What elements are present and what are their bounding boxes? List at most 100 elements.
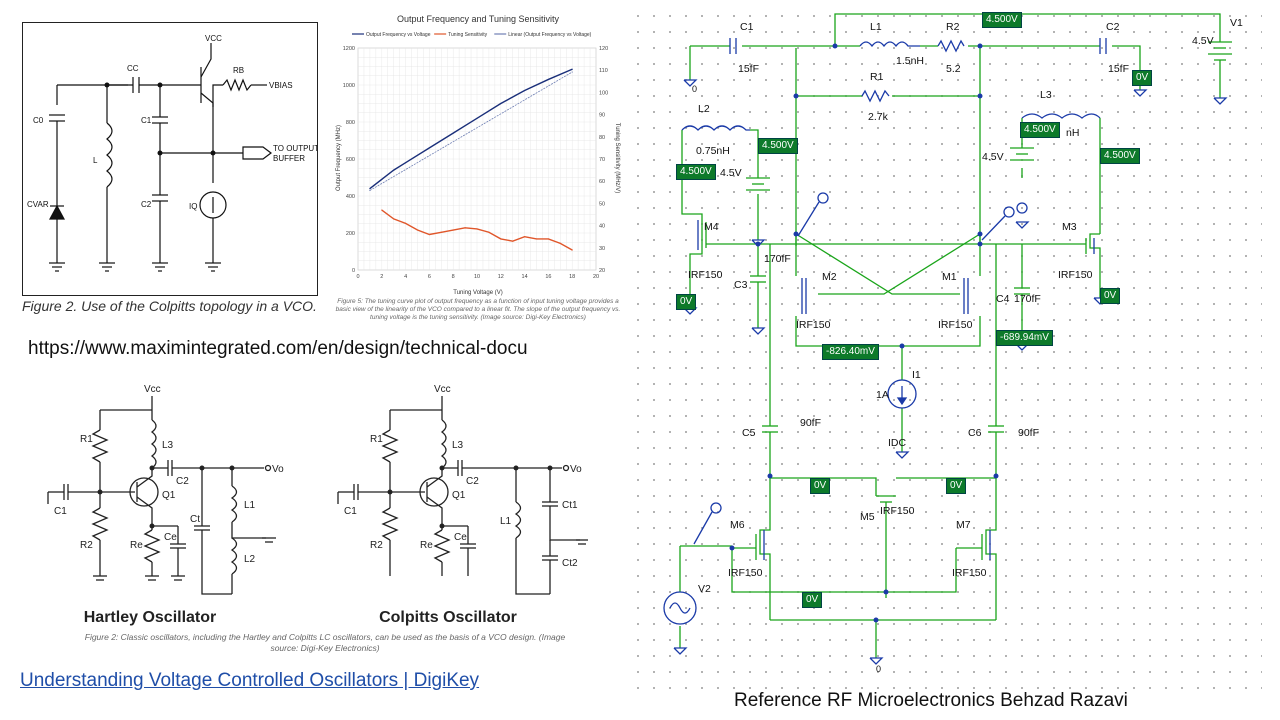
vco-label-l: L (93, 156, 98, 165)
rz-c3v: 170fF (764, 253, 791, 265)
rz-c5v: 90fF (800, 417, 821, 429)
chart-caption: Figure 5: The tuning curve plot of outpu… (335, 298, 621, 321)
rz-v1v: 4.5V (1192, 35, 1214, 47)
colpitts-label-l1: L1 (500, 516, 512, 527)
hartley-label-c2: C2 (176, 476, 189, 487)
vco-label-output1: TO OUTPUT (273, 144, 317, 153)
y-tick-label: 800 (346, 120, 355, 126)
x-tick-label: 18 (569, 274, 575, 280)
maxim-url[interactable]: https://www.maximintegrated.com/en/desig… (28, 338, 528, 359)
rz-m6: M6 (730, 519, 745, 531)
series-2-point (393, 218, 395, 220)
rz-l3v: nH (1066, 127, 1079, 139)
rz-c1: C1 (740, 21, 754, 33)
series-1-point (500, 102, 502, 105)
hartley-label-l1: L1 (244, 500, 256, 511)
hartley-label-ct: Ct (190, 514, 200, 525)
series-1-point (393, 169, 395, 171)
rz-c2v: 15fF (1108, 63, 1129, 75)
y-tick-label: 600 (346, 157, 355, 163)
rz-m2: M2 (822, 271, 837, 283)
rz-m4: M4 (704, 221, 719, 233)
legend-label-3: Linear (Output Frequency vs Voltage) (508, 32, 591, 38)
y-tick-label: 0 (352, 268, 355, 274)
rz-tag-right-node: -689.94mV (996, 330, 1053, 346)
vco-label-cvar: CVAR (27, 200, 49, 209)
rz-tag-m4low: 0V (676, 294, 697, 310)
series-2-point (488, 231, 490, 233)
series-1-point (369, 188, 371, 190)
rz-m1-irf: IRF150 (938, 319, 973, 331)
series-2-point (524, 236, 526, 238)
rz-tag-c2-0v: 0V (1132, 70, 1153, 86)
series-2-point (535, 238, 538, 240)
rz-idc: IDC (888, 437, 907, 449)
y-tick-label: 1200 (343, 46, 355, 52)
series-2-point (428, 233, 430, 236)
y2-tick-label: 20 (599, 268, 605, 274)
vco-figure-caption: Figure 2. Use of the Colpitts topology i… (22, 298, 317, 314)
rz-tag-left-node: -826.40mV (822, 344, 879, 360)
oscillators-svg: Vcc R1 R2 L3 C2 Q1 Vo C1 Re Ce Ct L1 L2 … (47, 384, 588, 626)
rz-c2: C2 (1106, 21, 1120, 33)
colpitts-label-ct2: Ct2 (562, 558, 578, 569)
x-tick-label: 16 (545, 274, 551, 280)
y2-tick-label: 100 (599, 90, 608, 96)
colpitts-label-ct1: Ct1 (562, 500, 578, 511)
x-tick-label: 0 (356, 274, 359, 280)
rz-m7: M7 (956, 519, 971, 531)
x-tick-label: 20 (593, 274, 599, 280)
rz-tag-bottom: 0V (802, 592, 823, 608)
rz-m2-irf: IRF150 (796, 319, 831, 331)
y2-tick-label: 110 (599, 68, 608, 74)
rz-l1v: 1.5nH (896, 55, 924, 67)
vco-label-iq: IQ (189, 202, 197, 211)
series-1-point (547, 78, 549, 81)
y2-tick-label: 90 (599, 113, 605, 119)
rz-i1: I1 (912, 369, 921, 381)
rz-l3: L3 (1040, 89, 1052, 101)
x-tick-label: 10 (474, 274, 480, 280)
y2-tick-label: 30 (599, 246, 605, 252)
vco-label-rb: RB (233, 66, 244, 75)
series-3-point (571, 71, 573, 73)
y2-tick-label: 80 (599, 135, 605, 141)
vco-label-c2: C2 (141, 200, 152, 209)
vco-label-output2: BUFFER (273, 154, 305, 163)
rz-l2v: 0.75nH (696, 145, 730, 157)
rz-tag-m4b: 4.500V (676, 164, 716, 180)
colpitts-label-c2: C2 (466, 476, 479, 487)
rz-c6v: 90fF (1018, 427, 1039, 439)
colpitts-label-vcc: Vcc (434, 384, 451, 395)
series-2-point (512, 240, 514, 242)
rz-r2: R2 (946, 21, 960, 33)
digikey-link[interactable]: Understanding Voltage Controlled Oscilla… (20, 670, 480, 691)
vco-label-cc: CC (127, 64, 139, 73)
rz-c1v: 15fF (738, 63, 759, 75)
y-tick-label: 1000 (343, 83, 355, 89)
series-2-point (500, 238, 502, 240)
chart-grid (357, 47, 597, 271)
rz-c3: C3 (734, 279, 748, 291)
x-tick-label: 4 (404, 274, 407, 280)
colpitts-title: Colpitts Oscillator (379, 609, 517, 626)
series-2-point (452, 229, 454, 231)
series-2-point (571, 249, 573, 251)
hartley-label-re: Re (130, 540, 143, 551)
legend-label-2: Tuning Sensitivity (448, 32, 487, 38)
rz-m5-irf: IRF150 (880, 505, 915, 517)
colpitts-label-vo: Vo (570, 464, 582, 475)
rz-tag-m5r: 0V (946, 478, 967, 494)
series-1-point (405, 162, 407, 164)
hartley-label-r1: R1 (80, 434, 93, 445)
rz-m3: M3 (1062, 221, 1077, 233)
colpitts-label-r1: R1 (370, 434, 383, 445)
rz-c5: C5 (742, 427, 756, 439)
y2-tick-label: 120 (599, 46, 608, 52)
series-2-point (476, 228, 478, 230)
series-2-point (405, 222, 407, 224)
series-3-point (369, 189, 371, 192)
rz-tag-m3low: 0V (1100, 288, 1121, 304)
